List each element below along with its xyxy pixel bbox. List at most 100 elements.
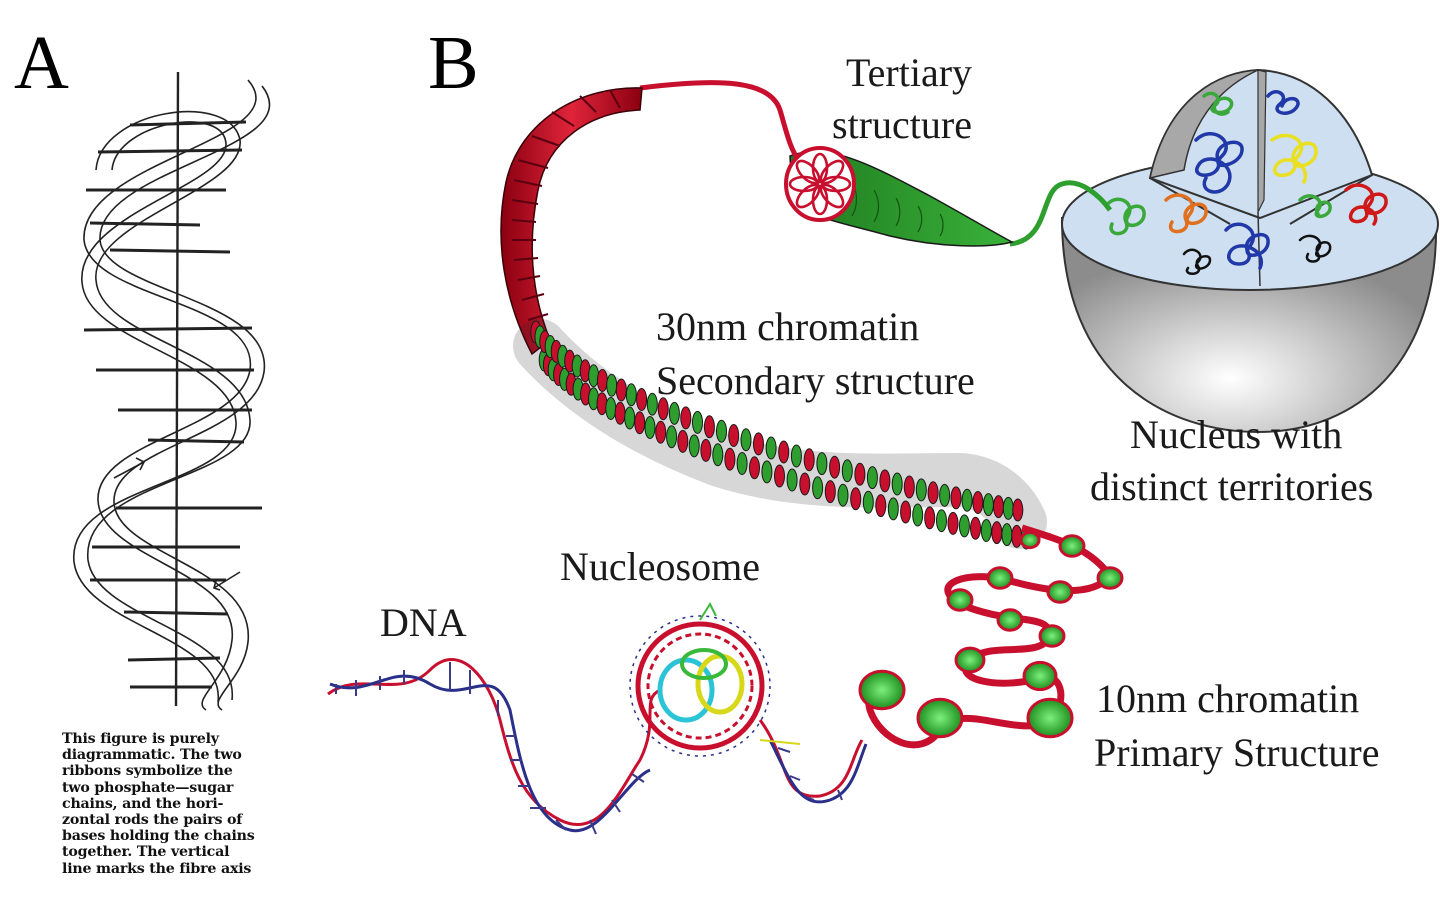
helix-ribbon-1 bbox=[83, 79, 257, 711]
chromatin-disc bbox=[950, 486, 962, 510]
chromatin-disc bbox=[657, 397, 669, 421]
chromatin-disc bbox=[615, 378, 627, 402]
chromatin-disc bbox=[927, 481, 939, 505]
strand-arrow-up bbox=[113, 457, 146, 479]
chromatin-disc bbox=[912, 503, 924, 527]
dna-base-pair bbox=[777, 747, 791, 753]
chromatin-disc bbox=[790, 444, 802, 468]
chromatin-disc bbox=[596, 369, 608, 392]
chromatin-disc bbox=[970, 516, 981, 540]
chromatin-disc bbox=[761, 460, 773, 484]
chromatin-disc bbox=[692, 410, 703, 434]
10nm-fiber bbox=[858, 524, 1124, 749]
label-primary-line1: 10nm chromatin bbox=[1096, 676, 1359, 721]
territory-green-top bbox=[1202, 91, 1234, 116]
caption-line: ribbons symbolize the bbox=[62, 763, 233, 780]
chromatin-disc bbox=[688, 434, 700, 458]
nucleus-cutaway bbox=[1060, 68, 1439, 434]
chromatin-disc bbox=[939, 483, 951, 507]
territory-black-left bbox=[1182, 248, 1212, 275]
territory-yellow bbox=[1270, 133, 1318, 184]
chromatin-disc bbox=[605, 397, 617, 420]
chromatin-disc bbox=[961, 488, 973, 512]
chromatin-disc bbox=[774, 464, 785, 488]
chromatin-disc bbox=[614, 401, 626, 425]
nucleosome-model bbox=[629, 601, 801, 757]
dna-base-pair bbox=[631, 773, 645, 783]
nucleosome-bead bbox=[1046, 580, 1074, 604]
nucleosome-bead bbox=[916, 697, 964, 739]
chromatin-disc bbox=[625, 383, 637, 407]
chromatin-disc bbox=[903, 475, 915, 499]
chromatin-disc bbox=[936, 509, 947, 533]
panel-b-letter: B bbox=[428, 21, 479, 105]
territory-red bbox=[1344, 183, 1388, 226]
chromatin-disc bbox=[1012, 498, 1024, 522]
chromatin-disc bbox=[824, 480, 836, 504]
dna-base-pair bbox=[789, 775, 801, 781]
tertiary-cross-section bbox=[784, 146, 856, 222]
label-secondary-line1: 30nm chromatin bbox=[656, 304, 919, 349]
chromatin-disc bbox=[982, 493, 994, 517]
nucleosome-bead bbox=[858, 669, 906, 711]
dna-base-pair bbox=[555, 819, 567, 831]
chromatin-disc bbox=[915, 478, 927, 502]
chromatin-disc bbox=[606, 373, 618, 397]
chromatin-disc bbox=[749, 456, 760, 480]
nucleosome-bead bbox=[1022, 660, 1058, 692]
double-helix-drawing bbox=[73, 71, 271, 711]
chromatin-disc bbox=[816, 452, 828, 476]
chromatin-disc bbox=[666, 425, 678, 449]
chromatin-disc bbox=[991, 521, 1003, 545]
chromatin-disc bbox=[924, 506, 936, 530]
dna-strand-blue bbox=[329, 674, 868, 833]
chromatin-disc bbox=[646, 392, 658, 416]
label-dna: DNA bbox=[380, 600, 467, 645]
chromatin-disc bbox=[972, 491, 984, 514]
chromatin-disc bbox=[812, 476, 824, 500]
chromatin-disc bbox=[1011, 524, 1023, 548]
territory-blue-large bbox=[1194, 132, 1244, 194]
territory-green-right bbox=[1298, 194, 1332, 219]
chromatin-disc bbox=[740, 428, 752, 452]
chromatin-disc bbox=[778, 440, 790, 464]
panel-a-letter: A bbox=[14, 21, 69, 105]
dna-base-pair bbox=[803, 795, 815, 801]
chromatin-disc bbox=[753, 432, 764, 456]
territory-blue-top bbox=[1266, 90, 1300, 115]
nucleosome-bead bbox=[986, 566, 1014, 590]
red-solenoid-band bbox=[500, 87, 643, 356]
chromatin-disc bbox=[634, 411, 646, 435]
caption-line: together. The vertical bbox=[62, 844, 230, 861]
chromatin-disc bbox=[900, 500, 912, 524]
territory-blue-center bbox=[1224, 222, 1270, 270]
nucleosome-bead bbox=[1096, 566, 1124, 590]
caption-line: zontal rods the pairs of bbox=[62, 812, 243, 829]
30nm-fiber bbox=[513, 319, 1047, 550]
nucleosome-bead bbox=[1019, 530, 1041, 550]
nucleosome-bead bbox=[996, 608, 1024, 632]
nucleosome-bead bbox=[954, 646, 986, 674]
caption-line: bases holding the chains bbox=[62, 828, 255, 845]
chromatin-disc bbox=[655, 420, 667, 444]
chromatin-disc bbox=[854, 462, 866, 486]
chromatin-disc bbox=[841, 459, 853, 483]
caption-line: line marks the fibre axis bbox=[62, 860, 252, 877]
label-tertiary-line2: structure bbox=[832, 102, 972, 147]
nucleosome-bead bbox=[946, 588, 974, 612]
label-nucleosome: Nucleosome bbox=[560, 544, 760, 589]
chromatin-disc bbox=[862, 490, 874, 514]
chromatin-disc bbox=[947, 511, 959, 535]
chromatin-disc bbox=[636, 388, 648, 411]
caption-line: two phosphate—sugar bbox=[62, 779, 234, 796]
chromatin-disc bbox=[980, 519, 992, 542]
dna-base-pair bbox=[589, 819, 597, 835]
chromatin-disc bbox=[866, 466, 878, 490]
chromatin-disc bbox=[668, 401, 680, 425]
chromatin-disc bbox=[624, 406, 636, 430]
chromatin-disc bbox=[680, 406, 692, 430]
chromatin-disc bbox=[1002, 496, 1014, 520]
red-linker-fiber bbox=[639, 80, 803, 164]
